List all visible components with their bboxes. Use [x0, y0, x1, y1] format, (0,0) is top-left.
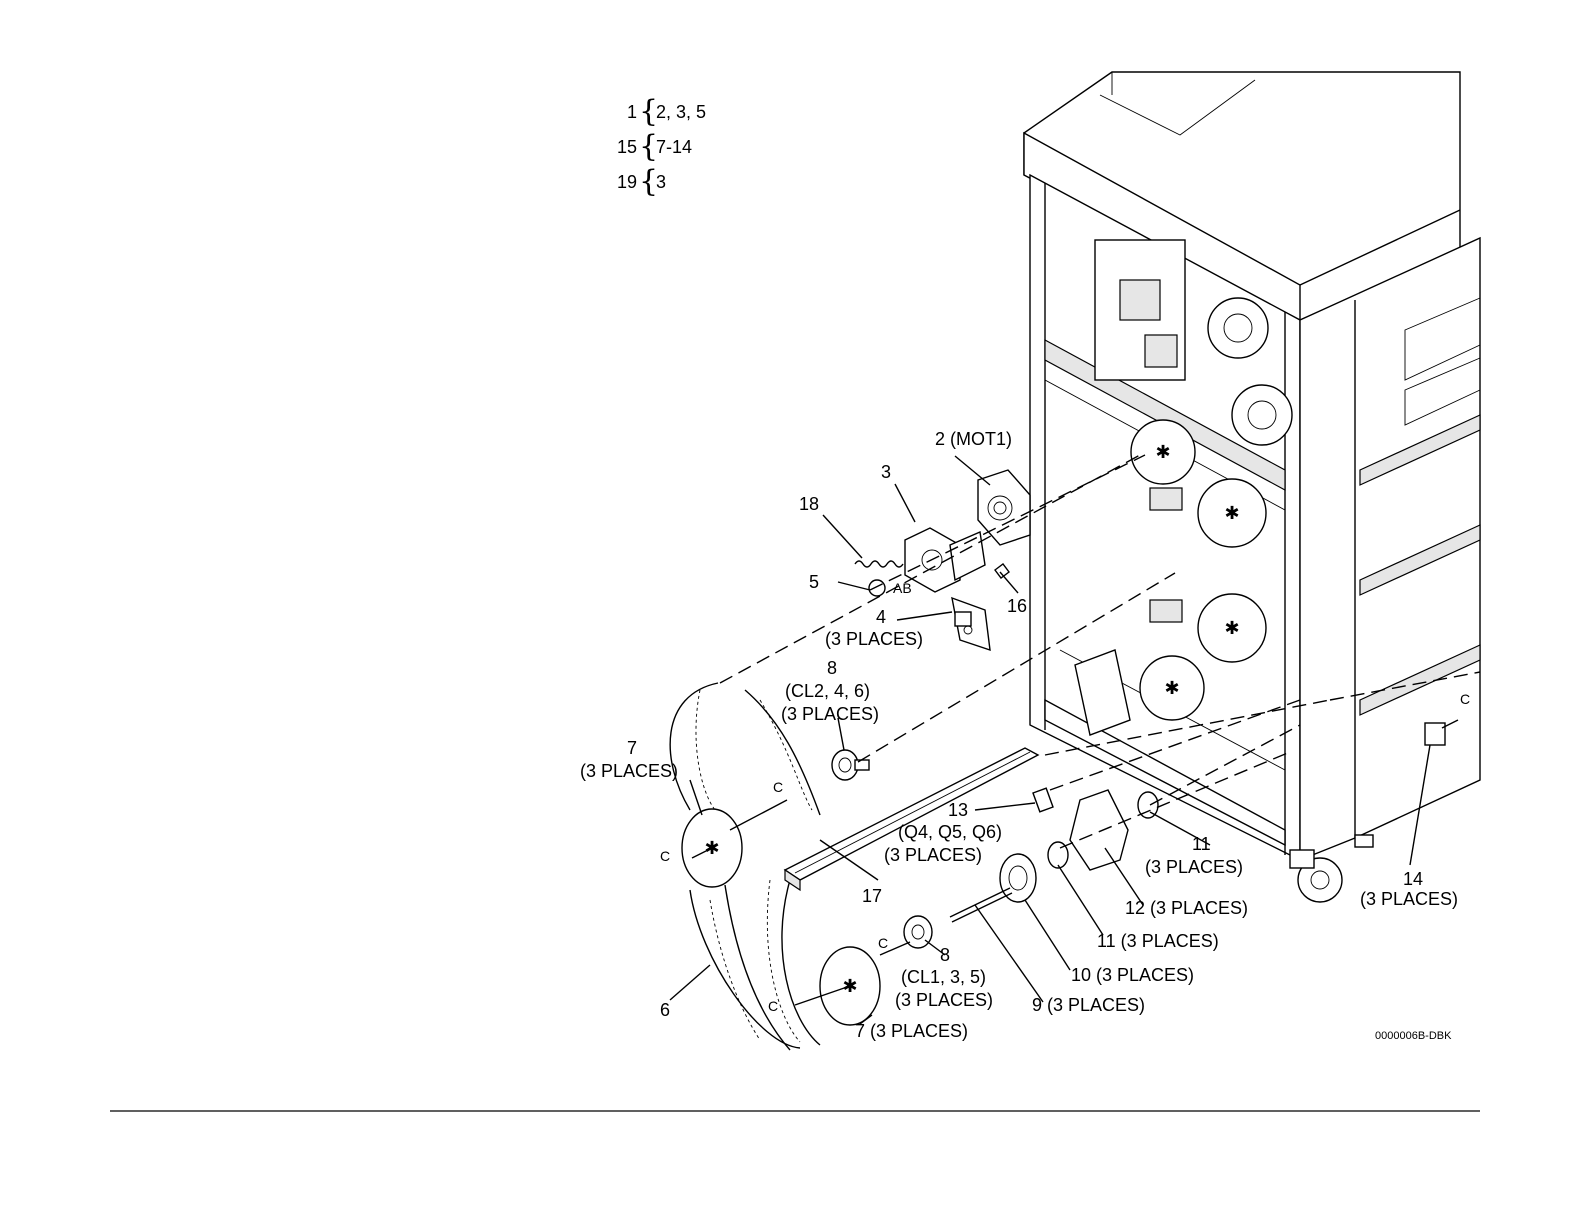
clutch-8-upper — [832, 750, 869, 780]
callout-5: 5 — [809, 572, 819, 592]
callout-8-lower-ids: (CL1, 3, 5) — [901, 967, 986, 987]
callout-9: 9 (3 PLACES) — [1032, 995, 1145, 1015]
callout-7-upper: 7 — [627, 738, 637, 758]
machine-frame: ✱ ✱ ✱ ✱ — [1024, 72, 1480, 902]
callout-ab: AB — [893, 580, 912, 596]
svg-text:✱: ✱ — [1155, 442, 1170, 462]
callout-8-upper-ids: (CL2, 4, 6) — [785, 681, 870, 701]
motor-bracket — [905, 528, 985, 592]
figure-id: 0000006B-DBK — [1375, 1030, 1452, 1042]
callout-4-places: (3 PLACES) — [825, 629, 923, 649]
legend-parent-1: 1 — [627, 102, 637, 122]
sensor-4 — [952, 598, 990, 650]
callout-c-2: C — [660, 848, 670, 864]
callout-18: 18 — [799, 494, 819, 514]
small-gear-5 — [869, 580, 885, 596]
legend-parent-19: 19 — [617, 172, 637, 192]
callout-c-3: C — [878, 935, 888, 951]
callout-14-places: (3 PLACES) — [1360, 889, 1458, 909]
callout-11-upper-places: (3 PLACES) — [1145, 857, 1243, 877]
callout-17: 17 — [862, 886, 882, 906]
callout-3: 3 — [881, 462, 891, 482]
callout-11-lower: 11 (3 PLACES) — [1097, 931, 1219, 951]
callout-8-lower-places: (3 PLACES) — [895, 990, 993, 1010]
callout-7-lower: 7 (3 PLACES) — [855, 1021, 968, 1041]
fan-lower — [1232, 385, 1292, 445]
legend-children-19: 3 — [656, 172, 666, 192]
callout-10: 10 (3 PLACES) — [1071, 965, 1194, 985]
callout-14: 14 — [1403, 869, 1423, 889]
rail-17 — [785, 748, 1038, 890]
spring — [855, 561, 903, 567]
callout-13-places: (3 PLACES) — [884, 845, 982, 865]
shaft-9 — [950, 888, 1012, 922]
gear-12 — [1070, 790, 1128, 870]
callout-13-ids: (Q4, Q5, Q6) — [898, 822, 1002, 842]
svg-text:✱: ✱ — [1224, 618, 1239, 638]
callout-c-4: C — [768, 998, 778, 1014]
callout-16: 16 — [1007, 596, 1027, 616]
callout-c-1: C — [773, 779, 783, 795]
callout-7-upper-places: (3 PLACES) — [580, 761, 678, 781]
clip-16 — [995, 564, 1009, 578]
assembly-legend: 1 { 2, 3, 5 15 { 7-14 19 { 3 — [617, 94, 706, 199]
callout-13: 13 — [948, 800, 968, 820]
legend-children-15: 7-14 — [656, 137, 692, 157]
legend-children-1: 2, 3, 5 — [656, 102, 706, 122]
connector-13 — [1033, 788, 1053, 812]
callout-12: 12 (3 PLACES) — [1125, 898, 1248, 918]
svg-text:✱: ✱ — [1164, 678, 1179, 698]
callout-8-upper-places: (3 PLACES) — [781, 704, 879, 724]
gear-14 — [1425, 723, 1445, 745]
legend-parent-15: 15 — [617, 137, 637, 157]
callout-2: 2 (MOT1) — [935, 429, 1012, 449]
callout-6: 6 — [660, 1000, 670, 1020]
svg-text:✱: ✱ — [1224, 503, 1239, 523]
callout-8-lower: 8 — [940, 945, 950, 965]
fan-upper — [1208, 298, 1268, 358]
callout-c-5: C — [1460, 691, 1470, 707]
pulley-10 — [1000, 854, 1036, 902]
callout-11-upper: 11 — [1192, 834, 1211, 854]
callout-4: 4 — [876, 607, 886, 627]
callout-8-upper: 8 — [827, 658, 837, 678]
